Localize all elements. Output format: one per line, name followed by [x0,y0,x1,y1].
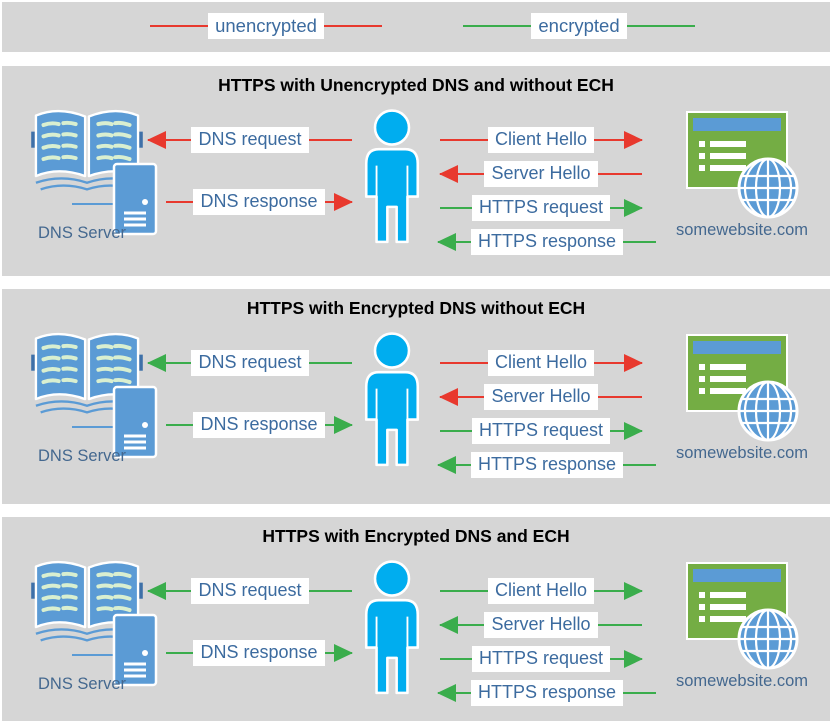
legend-encrypted-label: encrypted [531,12,627,40]
arrowhead-icon [334,193,353,211]
https-response-arrow: HTTPS response [437,452,656,478]
panel-title: HTTPS with Encrypted DNS without ECH [246,298,586,318]
panel-unencrypted-dns-no-ech: HTTPS with Unencrypted DNS and without E… [2,66,830,276]
client-hello-arrow: Client Hello [440,127,643,153]
arrowhead-icon [437,456,456,474]
server-hello-label: Server Hello [484,161,598,187]
server-hello-arrow: Server Hello [439,161,642,187]
server-hello-label: Server Hello [484,384,598,410]
https-response-label: HTTPS response [470,680,624,706]
arrowhead-icon [624,199,643,217]
https-response-label: HTTPS response [470,229,624,255]
website-titlebar [693,118,781,131]
client-hello-label: Client Hello [487,127,595,153]
dns-response-label: DNS response [193,412,325,438]
client-hello-arrow: Client Hello [440,578,643,604]
dns-request-arrow: DNS request [147,578,352,604]
book-server-connector [72,203,120,205]
https-request-label: HTTPS request [471,195,611,221]
person-icon [360,108,424,246]
legend-encrypted: encrypted [463,12,695,40]
arrowhead-icon [624,422,643,440]
dns-request-arrow: DNS request [147,350,352,376]
book-server-connector [72,654,120,656]
https-response-label: HTTPS response [470,452,624,478]
panel-title: HTTPS with Unencrypted DNS and without E… [218,75,614,95]
arrowhead-icon [147,131,166,149]
arrowhead-icon [437,233,456,251]
website-window-icon [686,334,788,412]
website-titlebar [693,341,781,354]
https-request-arrow: HTTPS request [440,418,643,444]
https-request-arrow: HTTPS request [440,195,643,221]
arrowhead-icon [334,644,353,662]
client-hello-label: Client Hello [487,578,595,604]
client-hello-arrow: Client Hello [440,350,643,376]
dns-request-label: DNS request [191,350,309,376]
server-hello-arrow: Server Hello [439,384,642,410]
arrowhead-icon [437,684,456,702]
https-response-arrow: HTTPS response [437,229,656,255]
arrowhead-icon [334,416,353,434]
panel-encrypted-dns-no-ech: HTTPS with Encrypted DNS without ECH DNS… [2,289,830,504]
website-label: somewebsite.com [675,444,809,462]
arrowhead-icon [624,650,643,668]
dns-server-label: DNS Server [38,675,127,693]
https-response-arrow: HTTPS response [437,680,656,706]
dns-response-arrow: DNS response [166,412,353,438]
arrowhead-icon [624,354,643,372]
arrowhead-icon [147,354,166,372]
website-titlebar [693,569,781,582]
https-request-arrow: HTTPS request [440,646,643,672]
dns-response-arrow: DNS response [166,189,353,215]
globe-icon [736,156,800,220]
globe-icon [736,379,800,443]
book-server-connector [72,426,120,428]
dns-request-label: DNS request [191,578,309,604]
dns-server-label: DNS Server [38,224,127,242]
arrowhead-icon [624,131,643,149]
panel-encrypted-dns-with-ech: HTTPS with Encrypted DNS and ECH DNS Ser… [2,517,830,721]
dns-response-label: DNS response [193,189,325,215]
dns-server-label: DNS Server [38,447,127,465]
dns-response-label: DNS response [193,640,325,666]
person-icon [360,331,424,469]
dns-request-label: DNS request [191,127,309,153]
website-label: somewebsite.com [675,221,809,239]
https-request-label: HTTPS request [471,646,611,672]
client-hello-label: Client Hello [487,350,595,376]
arrowhead-icon [624,582,643,600]
dns-request-arrow: DNS request [147,127,352,153]
https-request-label: HTTPS request [471,418,611,444]
dns-response-arrow: DNS response [166,640,353,666]
arrowhead-icon [439,165,458,183]
arrowhead-icon [147,582,166,600]
arrowhead-icon [439,616,458,634]
server-hello-arrow: Server Hello [439,612,642,638]
website-label: somewebsite.com [675,672,809,690]
arrowhead-icon [439,388,458,406]
person-icon [360,559,424,697]
globe-icon [736,607,800,671]
legend-unencrypted: unencrypted [150,12,382,40]
legend-bar: unencrypted encrypted [2,2,830,52]
server-hello-label: Server Hello [484,612,598,638]
panel-title: HTTPS with Encrypted DNS and ECH [262,526,570,546]
legend-unencrypted-label: unencrypted [208,12,324,40]
